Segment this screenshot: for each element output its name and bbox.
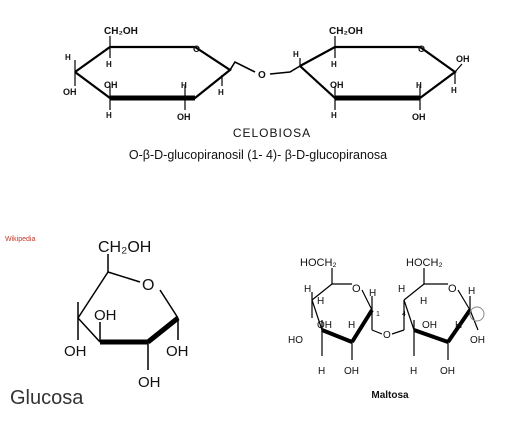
cellobiose-ring1-ch2oh-label: CH₂OH [104, 26, 138, 37]
maltose-ring2-h-label: H [455, 320, 462, 331]
cellobiose-title: CELOBIOSA [233, 126, 311, 140]
maltose-ring2-h-label: H [468, 286, 475, 297]
maltose-ring2-h-label: H [398, 284, 405, 295]
maltose-ring1-ho-label: HO [288, 335, 303, 346]
maltose-ring2-h-label: H [420, 296, 427, 307]
cellobiose-ring2-h-label: H [293, 50, 299, 59]
maltose-ring1-bond [311, 299, 323, 331]
maltose-glycosidic-bond [391, 329, 405, 335]
cellobiose-structure: CH₂OH O H H OH OH H H H OH O CH₂OH O H H… [63, 26, 470, 162]
cellobiose-glycosidic-bond [229, 60, 256, 73]
maltose-ring2-oh-label: OH [440, 366, 455, 377]
maltose-ring2-bold-bond [413, 328, 449, 344]
maltose-ring1-bond [361, 289, 373, 311]
wikipedia-watermark: Wikipedia [5, 236, 35, 243]
glucose-ring-oxygen-label: O [142, 277, 154, 294]
maltose-ring1-oxygen-label: O [352, 283, 361, 295]
cellobiose-bridge-oxygen-label: O [258, 70, 266, 81]
maltose-ring2-bond [457, 289, 471, 311]
glucose-ring-bond [107, 271, 141, 283]
maltose-glycosidic-bond [371, 329, 383, 335]
cellobiose-ring2-ch2oh-label: CH₂OH [329, 26, 363, 37]
cellobiose-ring1-h-label: H [181, 81, 187, 90]
cellobiose-ring2-h-label: H [331, 60, 337, 69]
maltose-ring2-position-label: 4 [402, 311, 406, 318]
maltose-anomeric-highlight [469, 306, 485, 322]
cellobiose-glycosidic-bond [269, 65, 301, 75]
glucose-oh-label: OH [94, 307, 117, 324]
maltose-ring1-oh-label: OH [317, 320, 332, 331]
cellobiose-ring2-oxygen-label: O [418, 44, 425, 54]
cellobiose-ring2-bonds [299, 45, 457, 100]
cellobiose-systematic-name: O-β-D-glucopiranosil (1- 4)- β-D-glucopi… [129, 148, 387, 162]
glucose-ch2oh-label: CH₂OH [98, 239, 151, 256]
cellobiose-ring1-oxygen-label: O [193, 44, 200, 54]
glucose-ring-bold-bond [146, 316, 180, 344]
cellobiose-ring2-oh-label: OH [412, 112, 426, 122]
glucose-structure: Wikipedia CH₂OH O OH OH OH OH Glucosa [5, 236, 189, 409]
maltose-name: Maltosa [371, 390, 409, 401]
cellobiose-ring2-h-label: H [451, 86, 457, 95]
cellobiose-ring2-oh-label: OH [456, 54, 470, 64]
glucose-ring-bond [159, 289, 179, 319]
maltose-bridge-oxygen-label: O [383, 330, 391, 341]
glucose-name: Glucosa [10, 387, 84, 409]
maltose-structure: HOCH₂ O H H H OH H HO H OH 1 O HOCH₂ O H… [288, 257, 485, 401]
maltose-ring2-bold-bond [446, 308, 472, 344]
maltose-ring1-position-label: 1 [376, 311, 380, 318]
maltose-ring1-hoch2-label: HOCH₂ [300, 257, 337, 269]
cellobiose-ring1-h-label: H [65, 53, 71, 62]
maltose-ring2-bond [403, 299, 415, 331]
cellobiose-ring1-h-label: H [106, 60, 112, 69]
maltose-ring1-h-label: H [304, 284, 311, 295]
maltose-ring1-bond [311, 283, 333, 301]
glucose-oh-label: OH [64, 343, 87, 360]
cellobiose-ring1-oh-label: OH [104, 80, 118, 90]
cellobiose-ring1-oh-label: OH [177, 112, 191, 122]
cellobiose-ring1-oh-label: OH [63, 87, 77, 97]
maltose-ring2-oh-label: OH [422, 320, 437, 331]
cellobiose-ring2-h-label: H [416, 81, 422, 90]
glucose-oh-label: OH [138, 374, 161, 391]
maltose-ring1-h-label: H [348, 320, 355, 331]
maltose-ring1-h-label: H [369, 288, 376, 299]
maltose-ring1-bold-bond [350, 308, 374, 344]
cellobiose-ring1-h-label: H [106, 111, 112, 120]
maltose-ring2-hoch2-label: HOCH₂ [406, 257, 443, 269]
maltose-ring2-oh-label: OH [470, 335, 485, 346]
glucose-ring-bond [77, 271, 109, 319]
cellobiose-ring1-h-label: H [218, 88, 224, 97]
glucose-oh-label: OH [166, 343, 189, 360]
maltose-ring1-bold-bond [321, 328, 353, 344]
maltose-ring2-oxygen-label: O [448, 283, 457, 295]
maltose-ring1-oh-label: OH [344, 366, 359, 377]
cellobiose-ring2-h-label: H [331, 111, 337, 120]
glucose-ring-bond [77, 317, 101, 343]
maltose-ring1-h-label: H [317, 296, 324, 307]
maltose-ring1-h-label: H [318, 366, 325, 377]
cellobiose-ring1-bonds [74, 45, 232, 100]
maltose-ring2-h-label: H [410, 366, 417, 377]
cellobiose-ring2-bond [454, 63, 463, 73]
maltose-ring2-bond [403, 283, 425, 301]
cellobiose-ring2-oh-label: OH [330, 80, 344, 90]
